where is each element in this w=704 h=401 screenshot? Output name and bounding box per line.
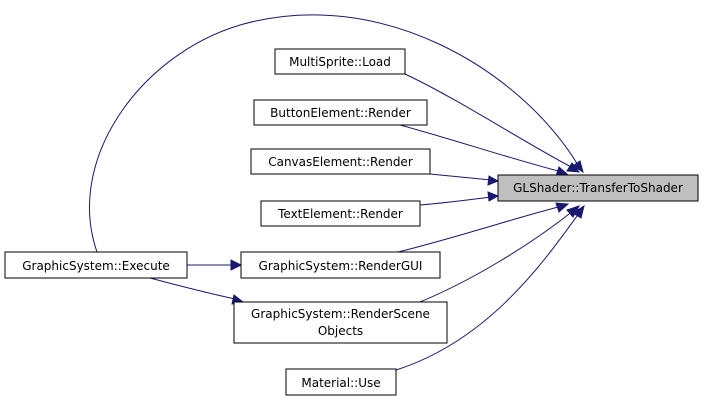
edge-execute-to-renderscene — [149, 277, 236, 300]
edge-materialuse-to-root — [395, 211, 581, 371]
node-label: Material::Use — [301, 376, 380, 390]
node-buttonelement-render[interactable]: ButtonElement::Render — [253, 99, 428, 126]
node-label-line-1: GraphicSystem::RenderScene — [251, 307, 430, 321]
node-canvaselement-render[interactable]: CanvasElement::Render — [250, 148, 431, 175]
edge-buttonelement-to-root — [399, 124, 563, 173]
node-graphicsystem-renderscene-objects[interactable]: GraphicSystem::RenderScene Objects — [233, 301, 448, 344]
node-material-use[interactable]: Material::Use — [285, 368, 397, 396]
node-label: ButtonElement::Render — [270, 106, 411, 120]
edge-execute-to-root — [89, 14, 579, 253]
node-textelement-render[interactable]: TextElement::Render — [260, 200, 421, 227]
edge-multisprite-to-root — [404, 73, 574, 169]
edge-renderscene-to-root — [414, 210, 574, 305]
node-label: TextElement::Render — [277, 207, 403, 221]
edges — [89, 14, 585, 371]
edge-textelement-to-root — [419, 196, 492, 206]
node-label: GLShader::TransferToShader — [513, 181, 683, 195]
arrowhead-canvaselement — [487, 175, 500, 186]
node-graphicsystem-execute[interactable]: GraphicSystem::Execute — [4, 251, 188, 279]
node-label: GraphicSystem::RenderGUI — [259, 259, 423, 273]
node-label: MultiSprite::Load — [289, 55, 391, 69]
node-graphicsystem-rendergui[interactable]: GraphicSystem::RenderGUI — [240, 251, 441, 279]
node-label-line-2: Objects — [318, 324, 363, 338]
arrowhead-textelement — [487, 191, 500, 202]
arrowhead-execute-root — [572, 160, 584, 174]
node-gl-shader-transfer-to-shader[interactable]: GLShader::TransferToShader — [497, 174, 699, 202]
node-label: CanvasElement::Render — [268, 155, 413, 169]
edge-rendergui-to-root — [397, 205, 563, 253]
node-label: GraphicSystem::Execute — [22, 259, 170, 273]
edge-canvaselement-to-root — [429, 173, 492, 181]
arrowhead-materialuse — [572, 204, 585, 219]
arrowhead-execute-rendergui — [230, 259, 243, 271]
node-multisprite-load[interactable]: MultiSprite::Load — [274, 48, 406, 75]
arrowhead-rendergui — [555, 202, 570, 213]
